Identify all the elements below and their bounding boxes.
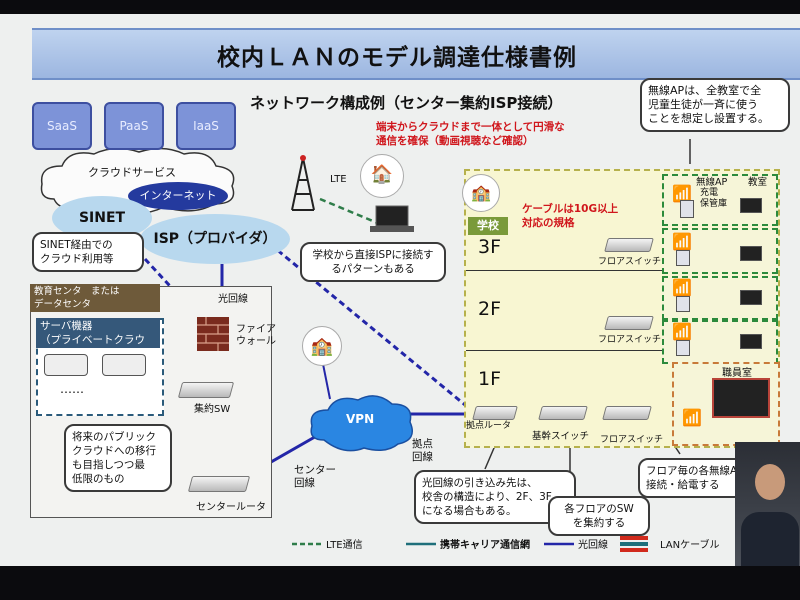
server-unit-2 bbox=[102, 354, 146, 376]
laptop-icon bbox=[740, 198, 762, 213]
charging-cabinet-label: 充電 保管庫 bbox=[700, 188, 727, 210]
laptop-icon bbox=[740, 246, 762, 261]
presenter-video bbox=[735, 442, 800, 566]
legend-lan: LANケーブル bbox=[660, 536, 720, 551]
wifi-icon: 📶 bbox=[672, 324, 692, 340]
fiber-label-top: 光回線 bbox=[218, 290, 248, 305]
callout-fiber-entry-text: 光回線の引き込み先は、 校舎の構造により、2F、3F になる場合もある。 bbox=[422, 477, 552, 517]
iaas-box: IaaS bbox=[176, 102, 236, 150]
floor-switch-2f-label: フロアスイッチ bbox=[598, 332, 661, 345]
center-router-label: センタールータ bbox=[196, 498, 266, 513]
callout-sinet-cloud: SINET経由での クラウド利用等 bbox=[32, 232, 144, 272]
school-house-icon: 🏫 bbox=[302, 326, 342, 366]
callout-per-floor-ap-text: フロア毎の各無線AP 接続・給電する bbox=[646, 465, 744, 491]
firewall-icon bbox=[196, 316, 230, 352]
floor-label-2f: 2F bbox=[478, 298, 501, 320]
aggregate-switch-label: 集約SW bbox=[194, 400, 230, 415]
laptop-icon bbox=[740, 290, 762, 305]
staff-room-label: 職員室 bbox=[722, 364, 752, 379]
callout-direct-isp-text: 学校から直接ISPに接続す るパターンもある bbox=[312, 249, 433, 275]
callout-wireless-ap: 無線APは、全教室で全 児童生徒が一斉に使う ことを想定し設置する。 bbox=[640, 78, 790, 132]
wireless-ap-label: 無線AP bbox=[696, 174, 727, 188]
server-label: サーバ機器 （プライベートクラウド） bbox=[36, 318, 160, 348]
data-center-label: 教育センタ または データセンタ bbox=[30, 284, 160, 312]
classroom-label: 教室 bbox=[748, 174, 767, 188]
floor-switch-2f-icon bbox=[604, 316, 654, 330]
presenter-body bbox=[741, 512, 799, 566]
school-icon: 🏫 bbox=[462, 174, 500, 212]
note-smooth-comm: 端末からクラウドまで一体として円滑な 通信を確保（動画視聴など確認） bbox=[376, 120, 565, 148]
center-router-icon bbox=[188, 476, 250, 492]
floor-switch-3f-label: フロアスイッチ bbox=[598, 254, 661, 267]
lte-tower-icon bbox=[286, 154, 320, 214]
floor-switch-1f-label: フロアスイッチ bbox=[600, 432, 663, 445]
callout-public-cloud: 将来のパブリック クラウドへの移行 も目指しつつ最 低限のもの bbox=[64, 424, 172, 492]
wifi-icon: 📶 bbox=[672, 280, 692, 296]
charging-cabinet-icon bbox=[676, 250, 690, 266]
aggregate-switch-icon bbox=[178, 382, 234, 398]
cloud-service-label: クラウドサービス bbox=[88, 164, 176, 180]
wifi-icon: 📶 bbox=[682, 410, 702, 426]
vpn-label: VPN bbox=[346, 412, 374, 426]
server-unit-1 bbox=[44, 354, 88, 376]
floor-divider-3f bbox=[466, 270, 666, 271]
charging-cabinet-icon bbox=[676, 340, 690, 356]
laptop-icon bbox=[740, 334, 762, 349]
callout-aggregate-sw-text: 各フロアのSW を集約する bbox=[564, 503, 634, 529]
legend-fiber: 光回線 bbox=[578, 536, 608, 551]
floor-switch-1f-icon bbox=[602, 406, 652, 420]
callout-direct-isp: 学校から直接ISPに接続す るパターンもある bbox=[300, 242, 446, 282]
center-line-label: センター 回線 bbox=[294, 464, 336, 490]
server-ellipsis: …… bbox=[60, 382, 84, 396]
lte-label: LTE bbox=[330, 174, 347, 185]
core-switch-label: 基幹スイッチ bbox=[532, 428, 589, 442]
base-router-label: 拠点ルータ bbox=[466, 418, 511, 431]
callout-aggregate-sw: 各フロアのSW を集約する bbox=[548, 496, 650, 536]
floor-divider-2f bbox=[466, 350, 666, 351]
presenter-face bbox=[755, 464, 785, 500]
legend-carrier: 携帯キャリア通信網 bbox=[440, 536, 530, 551]
callout-public-cloud-text: 将来のパブリック クラウドへの移行 も目指しつつ最 低限のもの bbox=[72, 431, 156, 485]
charging-cabinet-icon bbox=[680, 200, 694, 218]
floor-label-3f: 3F bbox=[478, 236, 501, 258]
callout-wireless-ap-text: 無線APは、全教室で全 児童生徒が一斉に使う ことを想定し設置する。 bbox=[648, 84, 769, 125]
wifi-icon: 📶 bbox=[672, 234, 692, 250]
school-label: 学校 bbox=[468, 217, 508, 235]
isp-ellipse: ISP（プロバイダ） bbox=[140, 214, 290, 264]
floor-switch-3f-icon bbox=[604, 238, 654, 252]
presentation-slide: 校内ＬＡＮのモデル調達仕様書例 ネットワーク構成例（センター集約ISP接続） bbox=[0, 14, 800, 566]
staff-monitor-icon bbox=[712, 378, 770, 418]
laptop-icon bbox=[368, 204, 416, 236]
floor-label-1f: 1F bbox=[478, 368, 501, 390]
legend-lte: LTE通信 bbox=[326, 536, 363, 551]
saas-box: SaaS bbox=[32, 102, 92, 150]
home-icon: 🏠 bbox=[360, 154, 404, 198]
note-cable-spec: ケーブルは10G以上 対応の規格 bbox=[522, 202, 618, 230]
charging-cabinet-icon bbox=[676, 296, 690, 312]
base-line-label: 拠点 回線 bbox=[412, 438, 433, 464]
core-switch-icon bbox=[538, 406, 588, 420]
callout-sinet-cloud-text: SINET経由での クラウド利用等 bbox=[40, 239, 114, 265]
paas-box: PaaS bbox=[104, 102, 164, 150]
firewall-label: ファイア ウォール bbox=[236, 324, 276, 348]
